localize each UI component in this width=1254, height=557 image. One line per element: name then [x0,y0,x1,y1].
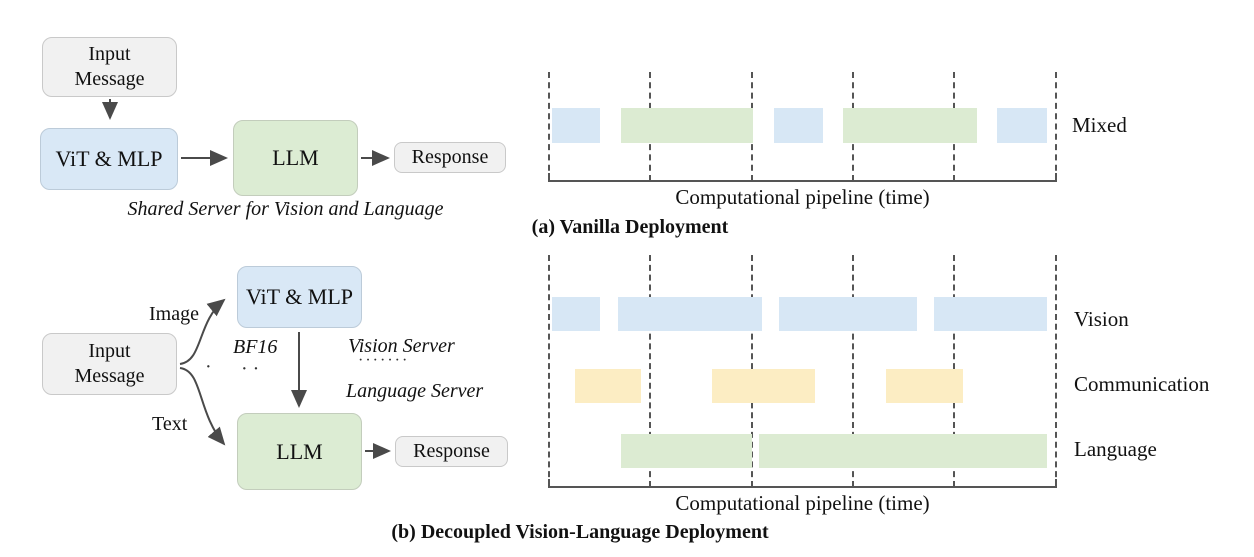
caption-panel-b: (b) Decoupled Vision-Language Deployment [391,521,769,543]
llm-box-a: LLM [233,120,358,196]
schedule-block-mixed-1 [552,108,600,143]
timeline-b-gridline [852,255,854,487]
input-message-box-b: Input Message [42,333,177,395]
edge-label-image: Image [149,303,199,325]
timeline-a-gridline [1055,72,1057,181]
timeline-a-gridline [548,72,550,181]
shared-server-note: Shared Server for Vision and Language [127,198,444,220]
timeline-b-axis-label: Computational pipeline (time) [675,491,930,515]
response-box-a: Response [394,142,506,173]
caption-panel-a: (a) Vanilla Deployment [531,216,729,238]
row-label-communication: Communication [1074,372,1210,396]
response-box-b: Response [395,436,508,467]
vit-mlp-label-b: ViT & MLP [245,284,354,310]
timeline-a-axis [548,173,1057,182]
response-label-a: Response [411,146,489,168]
schedule-block-vision-4 [934,297,1047,331]
vit-mlp-label-a: ViT & MLP [55,146,163,172]
input-message-label-a: Input Message [74,43,145,90]
schedule-block-language-1 [621,434,752,468]
input-message-label-b: Input Message [74,340,145,387]
schedule-block-mixed-3 [774,108,823,143]
llm-label-b: LLM [276,438,323,464]
timeline-b-gridline [1055,255,1057,487]
input-message-box-a: Input Message [42,37,177,97]
schedule-block-communication-2 [712,369,815,403]
edge-label-text: Text [152,413,188,435]
row-label-vision: Vision [1074,307,1129,331]
language-server-label: Language Server [346,380,484,402]
schedule-block-vision-1 [552,297,600,331]
edge-label-bf16: BF16 [233,336,278,358]
llm-label-a: LLM [272,145,319,171]
vision-server-label: Vision Server [348,335,455,357]
schedule-block-communication-1 [575,369,641,403]
schedule-block-mixed-2 [621,108,753,143]
server-divider-dots: ······· [358,352,410,369]
schedule-block-vision-2 [618,297,762,331]
row-label-language: Language [1074,437,1157,461]
llm-box-b: LLM [237,413,362,490]
vit-mlp-box-a: ViT & MLP [40,128,178,190]
row-label-mixed: Mixed [1072,113,1127,137]
timeline-b-gridline [649,255,651,487]
timeline-a-axis-label: Computational pipeline (time) [675,185,930,209]
vit-mlp-box-b: ViT & MLP [237,266,362,328]
schedule-block-vision-3 [779,297,917,331]
timeline-b-gridline [548,255,550,487]
divider-dot-single: · [205,356,212,378]
divider-dot-pair: · · [241,358,260,380]
schedule-block-mixed-4 [843,108,977,143]
schedule-block-language-2 [759,434,1047,468]
schedule-block-communication-3 [886,369,963,403]
schedule-block-mixed-5 [997,108,1047,143]
response-label-b: Response [413,440,490,462]
timeline-b-axis [548,479,1057,488]
